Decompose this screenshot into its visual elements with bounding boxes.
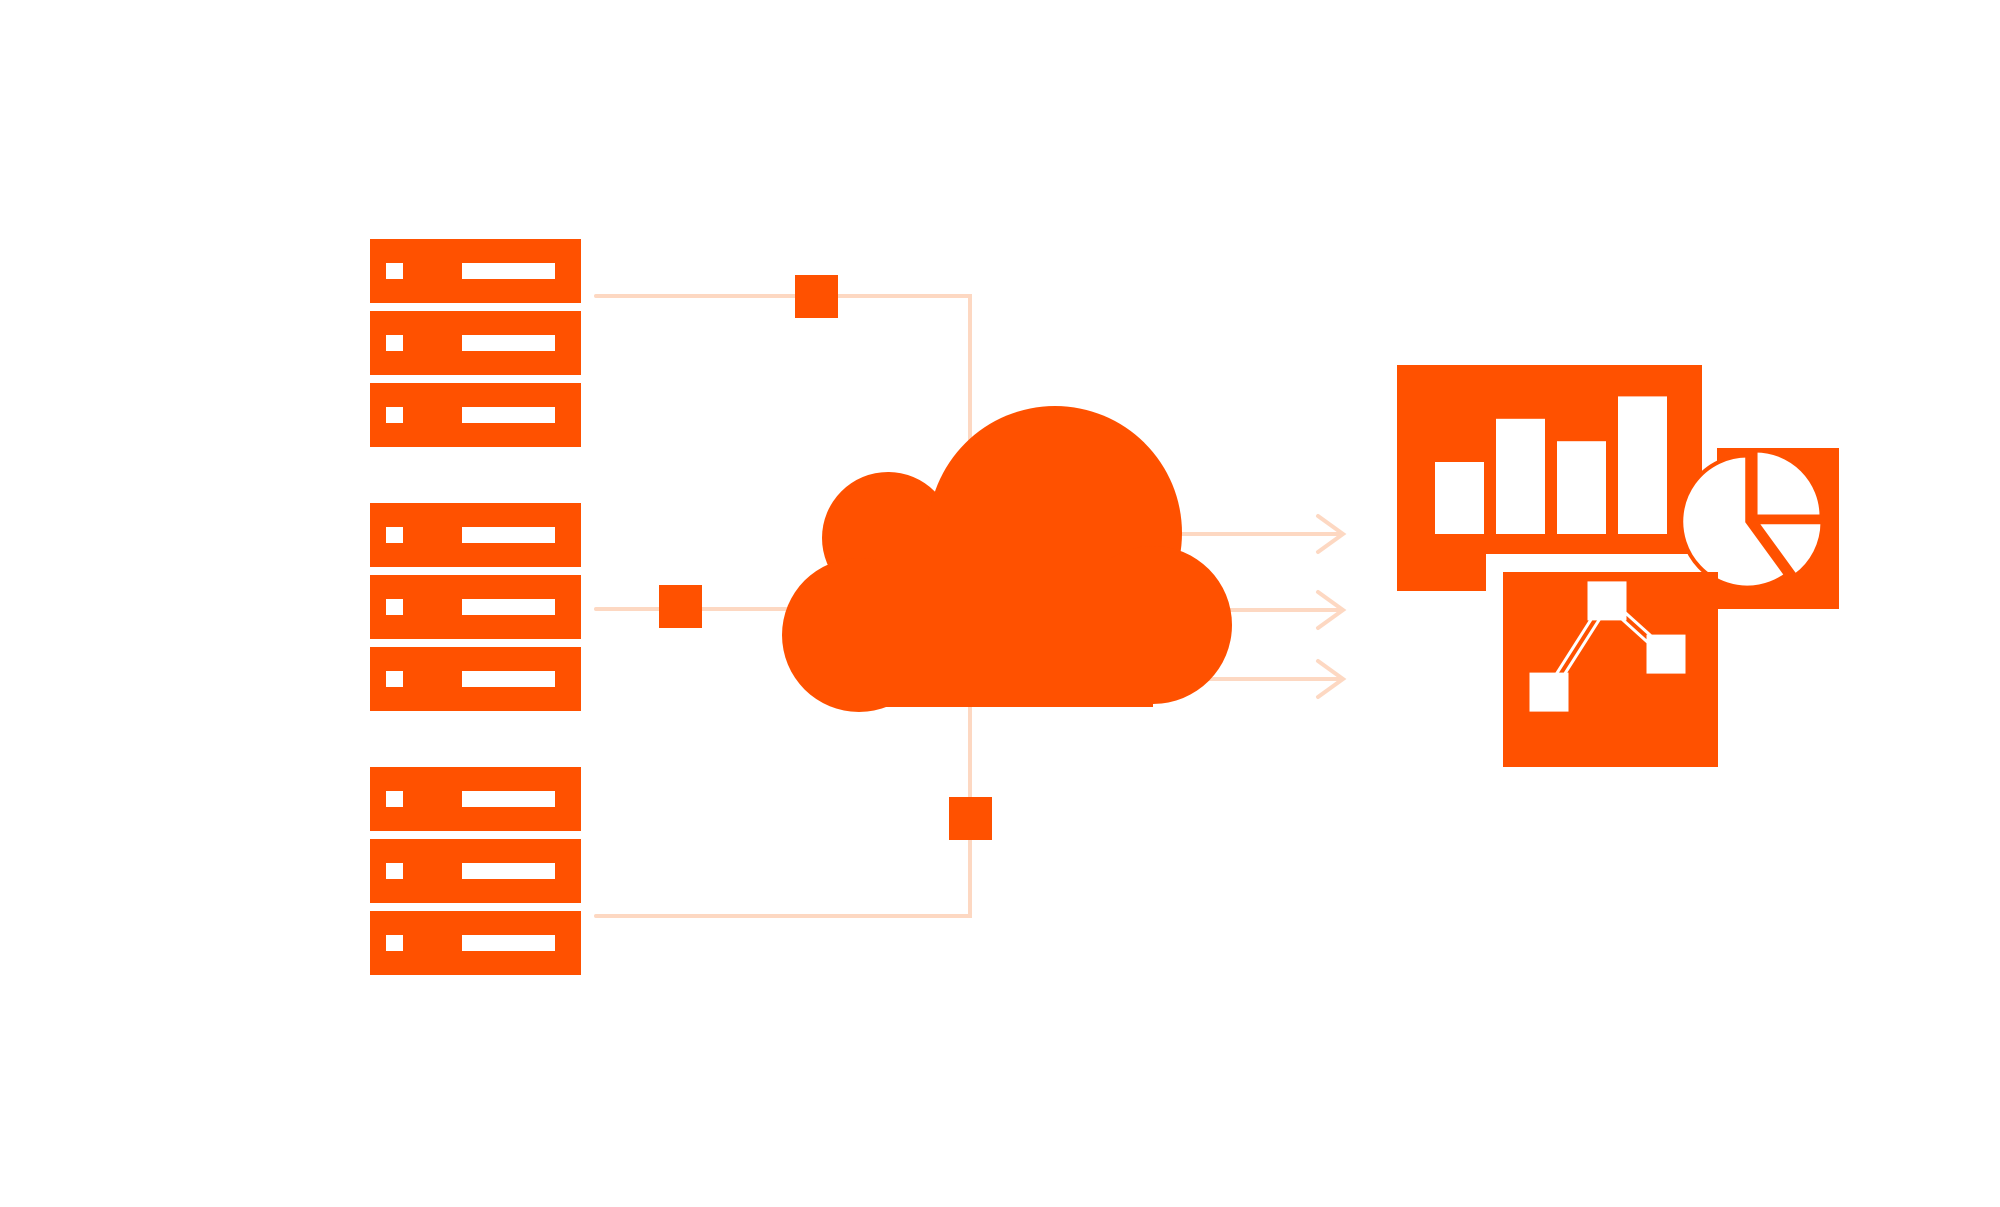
server-light xyxy=(386,671,403,687)
bar xyxy=(1435,462,1484,534)
server-unit xyxy=(370,911,581,975)
server-rack-top xyxy=(370,239,581,447)
pie-slice xyxy=(1679,453,1789,590)
server-light xyxy=(386,527,403,543)
server-drive-slot xyxy=(462,335,555,351)
server-drive-slot xyxy=(462,863,555,879)
connector-bottom xyxy=(594,688,972,918)
bar xyxy=(1618,396,1667,534)
server-light xyxy=(386,335,403,351)
bar-chart-icon xyxy=(1397,365,1702,591)
data-packets xyxy=(659,275,992,840)
server-unit xyxy=(370,575,581,639)
server-drive-slot xyxy=(462,671,555,687)
server-drive-slot xyxy=(462,527,555,543)
arrow-right-icon xyxy=(1316,514,1347,554)
line-point xyxy=(1529,672,1569,712)
server-light xyxy=(386,407,403,423)
pie-slice xyxy=(1753,448,1824,519)
server-unit xyxy=(370,239,581,303)
server-racks xyxy=(370,239,581,975)
server-rack-bottom xyxy=(370,767,581,975)
line-series xyxy=(1529,581,1686,712)
arrow-right-icon xyxy=(1316,590,1347,630)
server-unit xyxy=(370,311,581,375)
server-light xyxy=(386,263,403,279)
server-light xyxy=(386,935,403,951)
data-packet-icon xyxy=(949,797,992,840)
line-point xyxy=(1646,634,1686,674)
server-drive-slot xyxy=(462,791,555,807)
server-drive-slot xyxy=(462,599,555,615)
cloud-icon xyxy=(782,406,1232,712)
data-packet-icon xyxy=(795,275,838,318)
data-packet-icon xyxy=(659,585,702,628)
server-unit xyxy=(370,503,581,567)
connectors xyxy=(594,294,1347,918)
server-light xyxy=(386,599,403,615)
bar-series xyxy=(1435,396,1667,534)
server-drive-slot xyxy=(462,407,555,423)
pie-slices xyxy=(1679,448,1825,590)
server-light xyxy=(386,863,403,879)
line-point xyxy=(1587,581,1627,621)
server-unit xyxy=(370,383,581,447)
arrow-right-icon xyxy=(1316,659,1347,699)
server-drive-slot xyxy=(462,263,555,279)
server-light xyxy=(386,791,403,807)
pie-slice xyxy=(1752,520,1825,579)
connector-top xyxy=(594,294,972,447)
server-unit xyxy=(370,767,581,831)
pie-chart-icon xyxy=(1679,448,1839,609)
server-rack-middle xyxy=(370,503,581,711)
bar xyxy=(1496,418,1545,534)
server-unit xyxy=(370,647,581,711)
line-chart-icon xyxy=(1503,572,1718,767)
bar xyxy=(1557,441,1606,534)
server-unit xyxy=(370,839,581,903)
server-drive-slot xyxy=(462,935,555,951)
